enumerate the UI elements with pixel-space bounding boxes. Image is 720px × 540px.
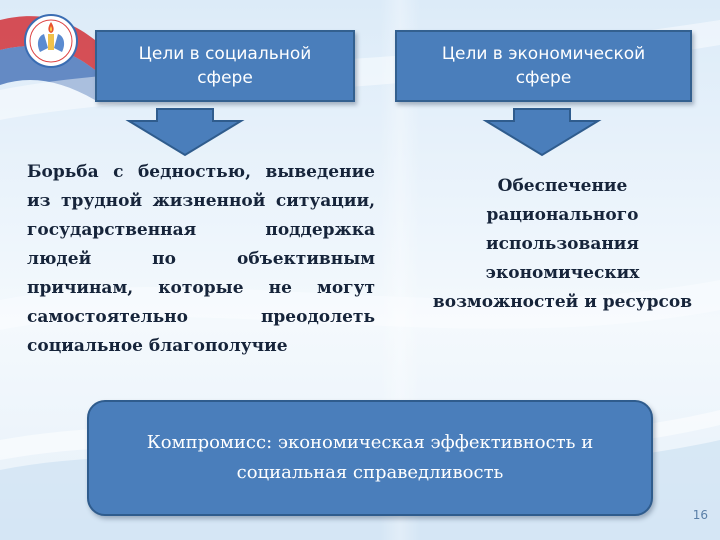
- social-goals-description: Борьба с бедностью, выведение из трудной…: [27, 162, 375, 356]
- economic-goals-description: Обеспечение рационального использования …: [432, 176, 693, 312]
- down-arrow-icon: [482, 108, 602, 157]
- economic-goals-box: Цели в экономической сфере: [395, 30, 692, 102]
- economic-goals-title: Цели в экономической сфере: [441, 44, 646, 88]
- compromise-box: Компромисс: экономическая эффективность …: [87, 400, 653, 516]
- down-arrow-icon: [125, 108, 245, 157]
- slide-number: 16: [692, 508, 708, 522]
- blue-flag-wave: [0, 46, 95, 100]
- social-goals-box: Цели в социальной сфере: [95, 30, 355, 102]
- compromise-text: Компромисс: экономическая эффективность …: [146, 432, 594, 483]
- light-wave-2: [0, 280, 720, 330]
- social-goals-title: Цели в социальной сфере: [138, 44, 312, 88]
- candle-in-hands-emblem-icon: [24, 14, 78, 68]
